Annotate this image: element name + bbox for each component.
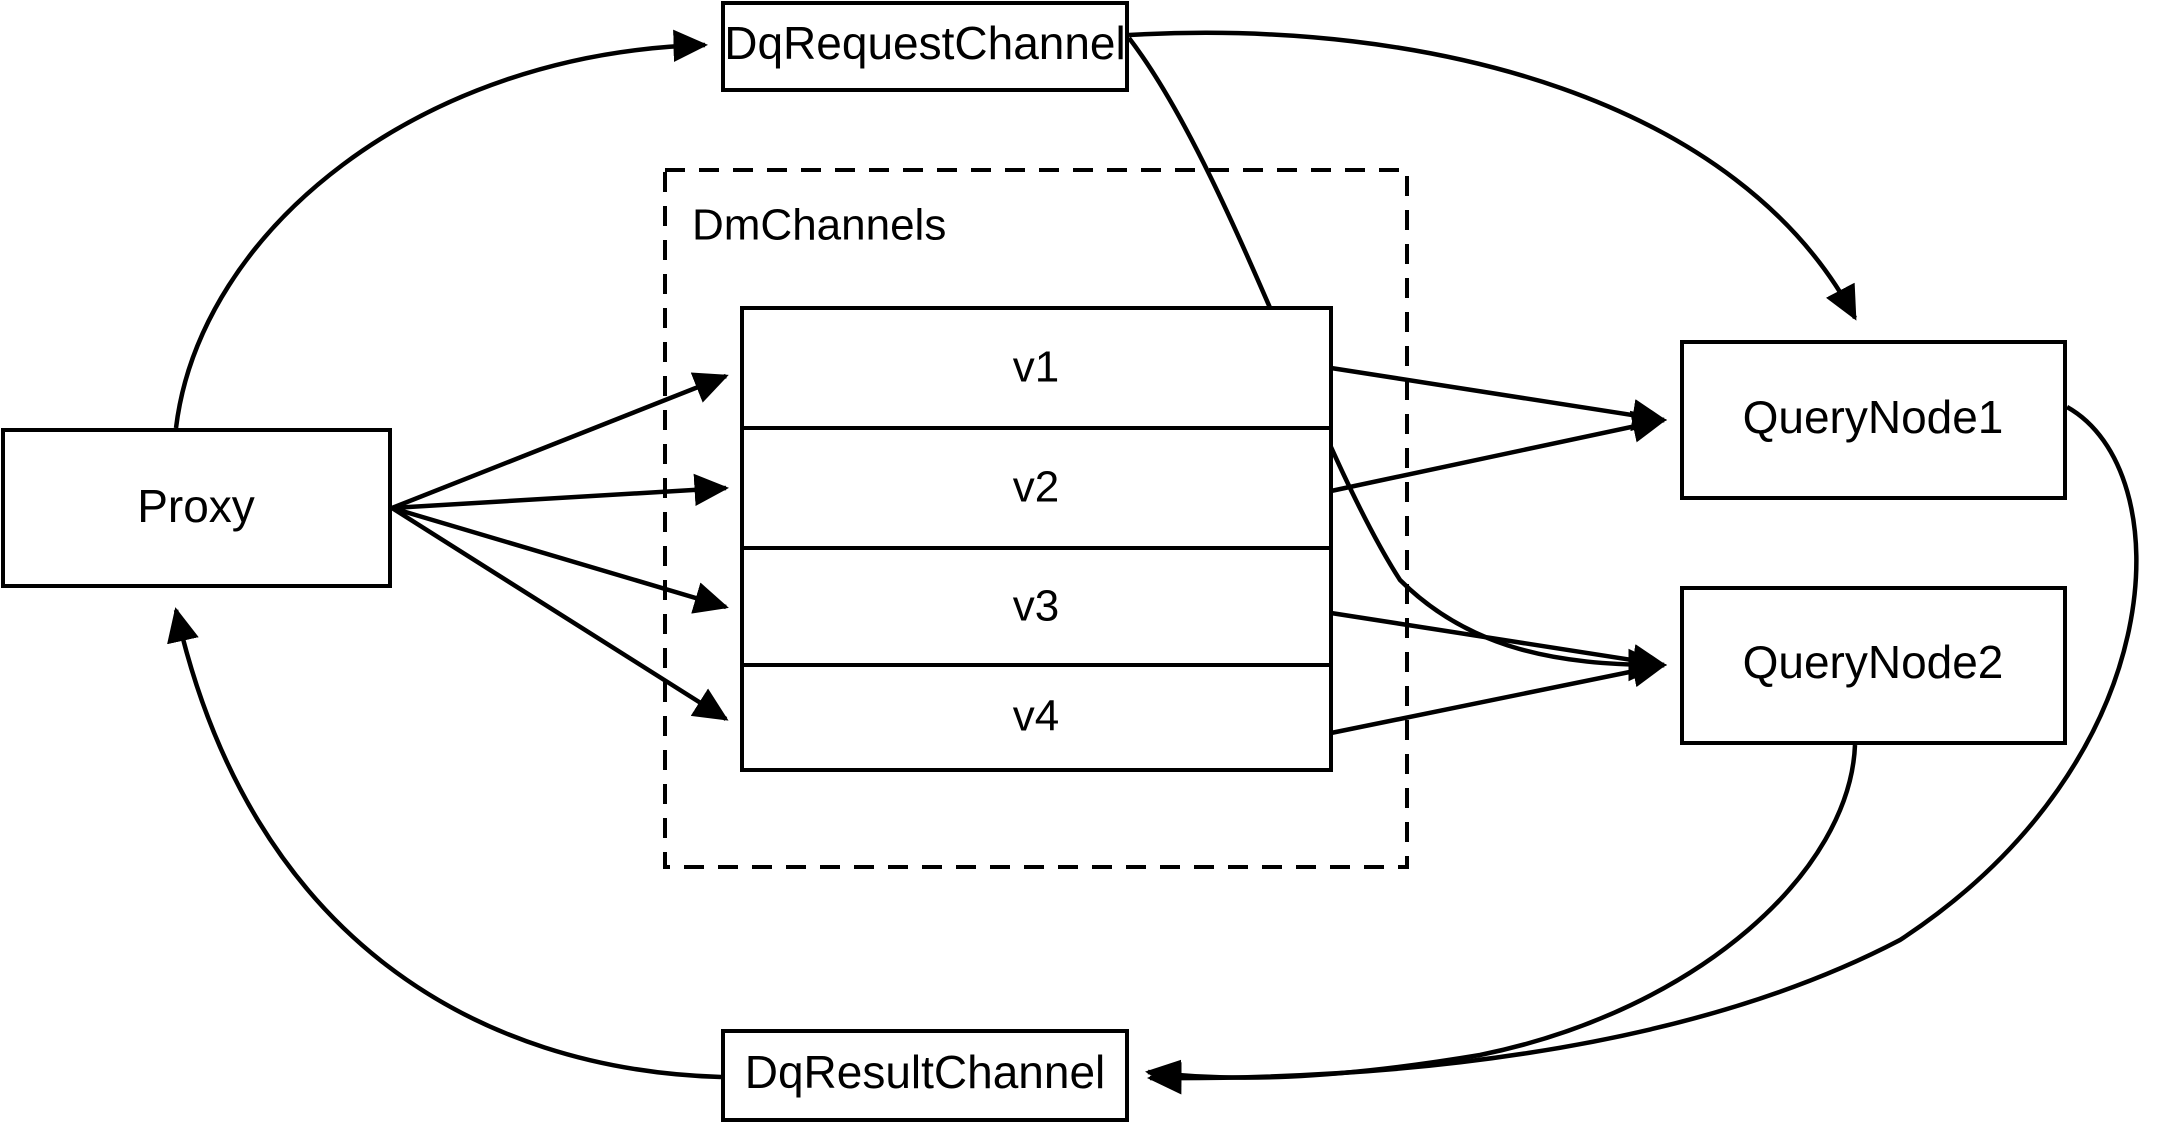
dmchannels-group-box — [663, 168, 1409, 869]
edge-v2-to-querynode1 — [1330, 410, 1667, 494]
dq-request-channel-label: DqRequestChannel — [724, 17, 1126, 69]
query-node-1-label: QueryNode1 — [1743, 391, 2004, 443]
proxy-label: Proxy — [137, 480, 255, 532]
channel-label-v2: v2 — [1013, 463, 1059, 512]
dq-result-channel-box[interactable] — [721, 1029, 1129, 1122]
dq-request-channel-box[interactable] — [721, 1, 1129, 92]
edge-dqresultchannel-to-proxy — [167, 607, 722, 1080]
edge-proxy-to-dqrequestchannel — [173, 29, 708, 429]
edge-proxy-to-v4 — [390, 506, 729, 721]
dq-result-channel-label: DqResultChannel — [745, 1046, 1106, 1098]
edge-v4-to-querynode2 — [1330, 655, 1667, 736]
edge-v1-to-querynode1 — [1330, 365, 1667, 432]
edge-proxy-to-v2 — [391, 473, 729, 511]
edge-proxy-to-v3 — [391, 505, 729, 614]
dmchannels-group-label: DmChannels — [692, 201, 946, 250]
proxy-box[interactable] — [1, 428, 392, 588]
edge-querynode2-to-dqresultchannel — [1145, 744, 1858, 1092]
query-node-2-box[interactable] — [1680, 586, 2067, 745]
query-node-1-box[interactable] — [1680, 340, 2067, 500]
edge-dqrequestchannel-to-querynode2 — [1127, 36, 1663, 682]
dmchannels-stack — [740, 306, 1333, 772]
edge-dqrequestchannel-to-querynode1 — [1128, 30, 1857, 321]
edge-proxy-to-v1 — [391, 372, 729, 511]
channel-label-v3: v3 — [1013, 582, 1059, 631]
query-node-2-label: QueryNode2 — [1743, 636, 2004, 688]
edge-v3-to-querynode2 — [1330, 610, 1667, 677]
channel-label-v4: v4 — [1013, 692, 1059, 741]
channel-label-v1: v1 — [1013, 343, 1059, 392]
